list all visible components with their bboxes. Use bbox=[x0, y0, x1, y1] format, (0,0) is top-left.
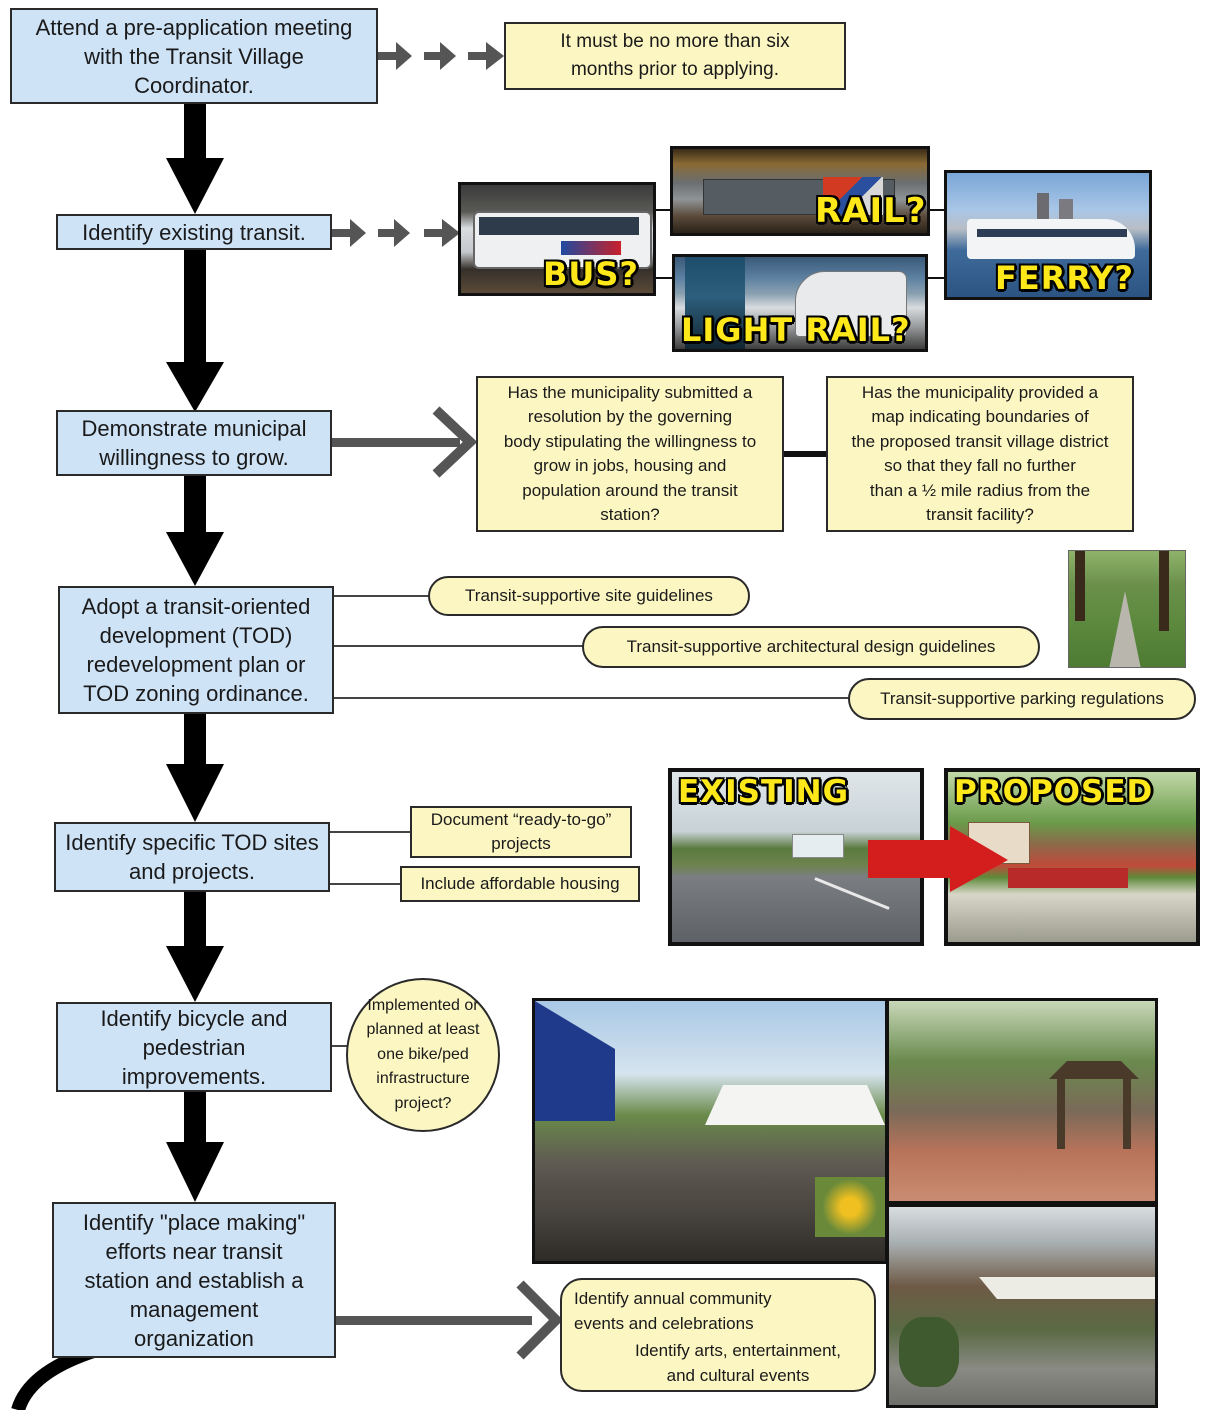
note-parking-regulations: Transit-supportive parking regulations bbox=[848, 678, 1196, 720]
chevron-arrow-3 bbox=[332, 406, 478, 478]
step-place-making: Identify "place making" efforts near tra… bbox=[52, 1202, 336, 1358]
rail-label: RAIL? bbox=[815, 191, 927, 231]
dashed-arrow-2 bbox=[332, 219, 460, 247]
note-architectural-guidelines: Transit-supportive architectural design … bbox=[582, 626, 1040, 668]
rail-photo: RAIL? bbox=[670, 146, 930, 236]
step-pre-application: Attend a pre-application meeting with th… bbox=[10, 8, 378, 104]
step-tod-sites: Identify specific TOD sites and projects… bbox=[54, 822, 330, 892]
light-rail-photo: LIGHT RAIL? bbox=[672, 254, 928, 352]
note-annual-events: Identify annual community events and cel… bbox=[574, 1289, 772, 1333]
note-resolution: Has the municipality submitted a resolut… bbox=[476, 376, 784, 532]
sidewalk-photo bbox=[1068, 550, 1186, 668]
note-events: Identify annual community events and cel… bbox=[560, 1278, 876, 1392]
light-rail-label: LIGHT RAIL? bbox=[681, 311, 911, 349]
step-municipal-willingness: Demonstrate municipal willingness to gro… bbox=[56, 410, 332, 476]
flow-arrow-3 bbox=[166, 476, 224, 586]
step-adopt-tod-plan: Adopt a transit-oriented development (TO… bbox=[58, 586, 334, 714]
farmers-market-photo bbox=[532, 998, 888, 1264]
note-arts-events: Identify arts, entertainment, and cultur… bbox=[635, 1341, 841, 1385]
note-bike-ped-project: Implemented or planned at least one bike… bbox=[346, 978, 500, 1132]
flow-arrow-2 bbox=[166, 250, 224, 412]
shopping-street-photo bbox=[886, 1204, 1158, 1408]
flow-arrow-6 bbox=[166, 1092, 224, 1202]
note-boundary-map: Has the municipality provided a map indi… bbox=[826, 376, 1134, 532]
flow-arrow-1 bbox=[166, 104, 224, 214]
flow-arrow-5 bbox=[166, 892, 224, 1002]
step-existing-transit: Identify existing transit. bbox=[56, 214, 332, 250]
step-bike-ped: Identify bicycle and pedestrian improvem… bbox=[56, 1002, 332, 1092]
note-ready-to-go: Document “ready-to-go” projects bbox=[410, 806, 632, 858]
proposed-label: PROPOSED bbox=[954, 774, 1154, 810]
note-affordable-housing: Include affordable housing bbox=[400, 866, 640, 902]
flow-arrow-4 bbox=[166, 714, 224, 822]
chevron-arrow-7 bbox=[336, 1280, 564, 1360]
gazebo-photo bbox=[886, 998, 1158, 1204]
bus-label: BUS? bbox=[543, 255, 639, 293]
proposed-photo: PROPOSED bbox=[944, 768, 1200, 946]
bus-photo: BUS? bbox=[458, 182, 656, 296]
note-pre-application: It must be no more than six months prior… bbox=[504, 22, 846, 90]
dashed-arrow-1 bbox=[378, 42, 504, 70]
note-site-guidelines: Transit-supportive site guidelines bbox=[428, 576, 750, 616]
existing-to-proposed-arrow bbox=[868, 826, 1008, 892]
existing-label: EXISTING bbox=[678, 774, 850, 810]
ferry-photo: FERRY? bbox=[944, 170, 1152, 300]
ferry-label: FERRY? bbox=[995, 259, 1134, 297]
